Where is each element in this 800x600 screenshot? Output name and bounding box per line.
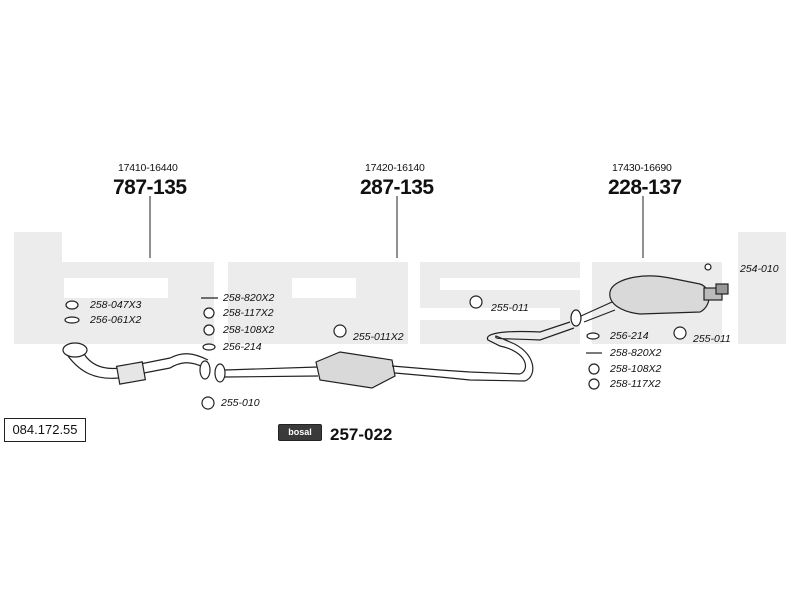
spring-icon [588, 378, 600, 390]
middle-section [214, 321, 575, 389]
hanger-icon [673, 326, 687, 340]
fitting-label: 256-214 [610, 330, 649, 342]
fitting-label: 258-117X2 [223, 307, 274, 319]
hanger-icon [333, 324, 347, 338]
manifold-flange [62, 342, 88, 358]
fitting-label: 256-061X2 [90, 314, 142, 326]
fitting-label: 258-820X2 [610, 347, 662, 359]
fitting-label: 255-011X2 [353, 331, 404, 343]
gasket-icon [202, 343, 216, 351]
watermark-block-l [738, 232, 786, 344]
mounting-kit-number: 257-022 [330, 425, 393, 444]
center-muffler [315, 351, 396, 389]
fitting-label: 258-047X3 [90, 299, 142, 311]
brand-logo: bosal [278, 424, 322, 441]
part-number-middle: 287-135 [360, 176, 434, 199]
clamp-icon [704, 263, 712, 271]
fitting-label: 258-820X2 [223, 292, 275, 304]
nut-icon [203, 324, 215, 336]
watermark-block-o [228, 262, 408, 344]
spring-icon [203, 307, 215, 319]
fitting-label: 256-214 [223, 341, 262, 353]
fitting-label: 255-011 [491, 302, 529, 314]
diagram-reference: 084.172.55 [4, 418, 86, 442]
oem-number-rear: 17430-16690 [612, 162, 672, 174]
rear-muffler [609, 275, 710, 315]
hanger-icon [469, 295, 483, 309]
oem-number-front: 17410-16440 [118, 162, 178, 174]
watermark-block-s [420, 262, 580, 344]
ring-icon [64, 316, 80, 324]
fitting-label: 258-108X2 [223, 324, 275, 336]
part-number-front: 787-135 [113, 176, 187, 199]
nut-icon [588, 363, 600, 375]
gasket-icon [65, 300, 79, 310]
front-pipe [62, 342, 211, 385]
gasket-icon [586, 332, 600, 340]
rear-section [570, 275, 729, 327]
part-number-rear: 228-137 [608, 176, 682, 199]
oem-number-middle: 17420-16140 [365, 162, 425, 174]
fitting-label: 258-117X2 [610, 378, 661, 390]
fitting-label: 255-011 [693, 333, 731, 345]
hanger-icon [201, 396, 215, 410]
flex-joint [115, 361, 147, 385]
fitting-label: 255-010 [221, 397, 260, 409]
fitting-label: 254-010 [740, 263, 779, 275]
fitting-label: 258-108X2 [610, 363, 662, 375]
